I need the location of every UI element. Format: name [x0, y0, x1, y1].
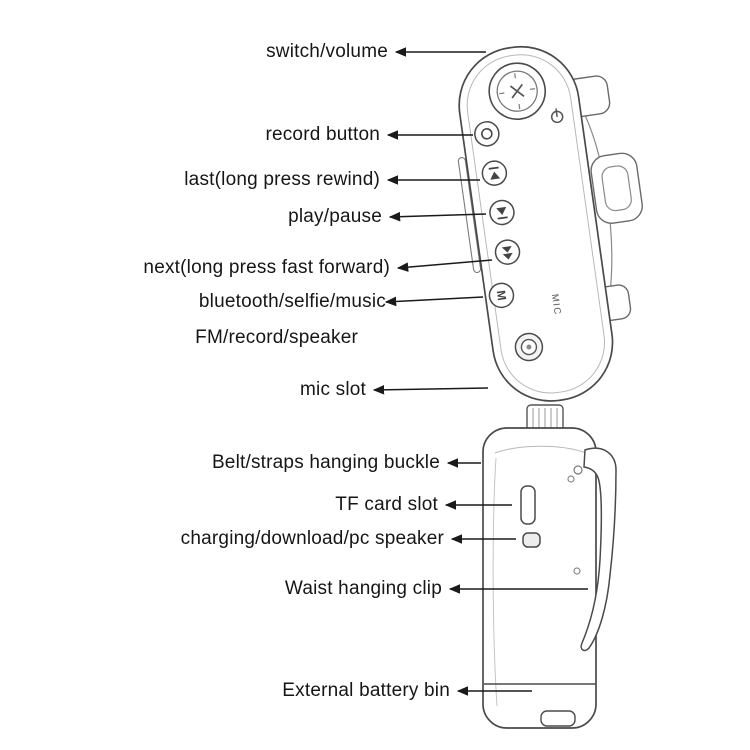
callout-belt-buckle: Belt/straps hanging buckle: [211, 452, 440, 473]
arrow-next: [396, 259, 493, 272]
usb-port: [522, 532, 541, 548]
hanging-loop-inner: [601, 165, 632, 212]
play-pause-button: [489, 199, 515, 226]
skip-next-icon: [501, 245, 513, 260]
callout-tf-card-slot: TF card slot: [335, 494, 438, 515]
speaker-side-view: [482, 404, 617, 729]
callout-arrows: [372, 47, 588, 696]
record-ring-icon: [481, 128, 493, 140]
mode-m-icon: M: [494, 289, 509, 301]
mic-print-label: MIC: [549, 293, 563, 316]
play-pause-icon: [496, 206, 508, 220]
callout-last: last(long press rewind): [184, 169, 380, 190]
arrow-mic-slot: [372, 385, 489, 395]
callout-multi-function-line2: FM/record/speaker: [195, 327, 358, 348]
last-button: [481, 160, 508, 186]
record-button: [474, 121, 500, 147]
side-volume-knob: [526, 404, 564, 432]
power-icon: [550, 108, 564, 124]
battery-latch: [540, 710, 576, 727]
arrow-multi-function: [384, 296, 484, 307]
device-body-inner-line: [466, 54, 606, 394]
side-body-top-line: [494, 445, 587, 454]
side-body: [482, 427, 597, 729]
rotary-knob-icon: [488, 62, 547, 120]
callout-waist-clip: Waist hanging clip: [284, 578, 442, 599]
waist-clip: [580, 447, 617, 652]
arrow-play-pause: [388, 211, 487, 222]
clip-pivot: [573, 465, 583, 475]
skip-previous-icon: [488, 166, 501, 180]
mic-jack-icon: [514, 332, 544, 362]
callout-record-button: record button: [265, 124, 380, 145]
side-body-left-line: [492, 457, 498, 707]
callout-mic-slot: mic slot: [300, 379, 366, 400]
callout-charging-port: charging/download/pc speaker: [180, 528, 444, 549]
screw-hole-top: [567, 475, 575, 483]
callout-next: next(long press fast forward): [143, 257, 390, 278]
callout-play-pause: play/pause: [288, 206, 382, 227]
mode-button: M: [488, 282, 515, 309]
callout-switch-volume: switch/volume: [266, 41, 388, 62]
next-button: [494, 239, 521, 265]
tf-card-slot: [520, 485, 536, 525]
callout-multi-function-line1: bluetooth/selfie/music: [198, 291, 386, 312]
screw-hole-bottom: [573, 567, 581, 575]
speaker-front-view: M MIC: [457, 45, 643, 402]
callout-battery-bin: External battery bin: [282, 680, 450, 701]
